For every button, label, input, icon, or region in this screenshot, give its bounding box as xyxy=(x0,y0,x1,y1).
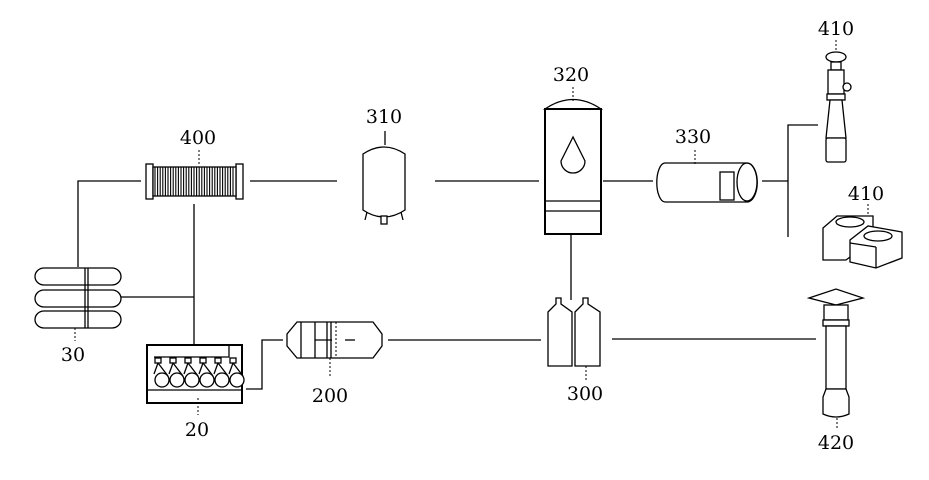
separator-320: 320 xyxy=(542,64,604,235)
connector xyxy=(183,362,189,375)
connector xyxy=(198,362,204,375)
chimney-420: 420 xyxy=(806,288,866,454)
connector xyxy=(168,362,174,375)
injector xyxy=(214,357,222,364)
cylinder xyxy=(214,372,230,388)
label-200: 200 xyxy=(312,385,348,407)
water-drop-icon xyxy=(560,135,586,174)
injector xyxy=(154,357,162,364)
cylinder xyxy=(169,372,185,388)
label-410-top: 410 xyxy=(818,18,854,40)
boiler-units-410: 410 xyxy=(822,183,903,269)
pipe-410-branch xyxy=(787,124,818,237)
pipe-20-to-200 xyxy=(246,339,283,390)
label-330: 330 xyxy=(675,126,711,148)
label-30: 30 xyxy=(61,344,85,366)
injector xyxy=(229,357,237,364)
cylinder xyxy=(229,372,245,388)
cylinder-330: 330 xyxy=(656,126,758,203)
engine-20: 20 xyxy=(146,344,245,441)
tank-310: 310 xyxy=(362,106,406,225)
label-400: 400 xyxy=(180,127,216,149)
connector xyxy=(228,362,234,375)
label-320: 320 xyxy=(553,64,589,86)
cylinder xyxy=(154,372,170,388)
filter-200: 200 xyxy=(286,321,383,407)
connector xyxy=(232,362,244,377)
label-410-bottom: 410 xyxy=(848,183,884,205)
injector xyxy=(199,357,207,364)
cylinder xyxy=(199,372,215,388)
connector xyxy=(213,362,219,375)
burner-410: 410 xyxy=(818,18,854,163)
cylinder xyxy=(184,372,200,388)
connector xyxy=(153,362,159,375)
connector xyxy=(217,362,229,377)
storage-tanks-30: 30 xyxy=(34,267,122,366)
gas-bottles-300: 300 xyxy=(547,297,603,405)
label-300: 300 xyxy=(567,383,603,405)
connector xyxy=(172,362,184,377)
label-310: 310 xyxy=(366,106,402,128)
injector xyxy=(169,357,177,364)
label-420: 420 xyxy=(818,432,854,454)
connector xyxy=(202,362,214,377)
injector xyxy=(184,357,192,364)
heat-exchanger-400: 400 xyxy=(145,127,244,200)
connector xyxy=(187,362,199,377)
pipe-400-to-30 xyxy=(77,180,141,267)
label-20: 20 xyxy=(185,419,209,441)
pipes xyxy=(77,124,818,390)
connector xyxy=(157,362,169,377)
